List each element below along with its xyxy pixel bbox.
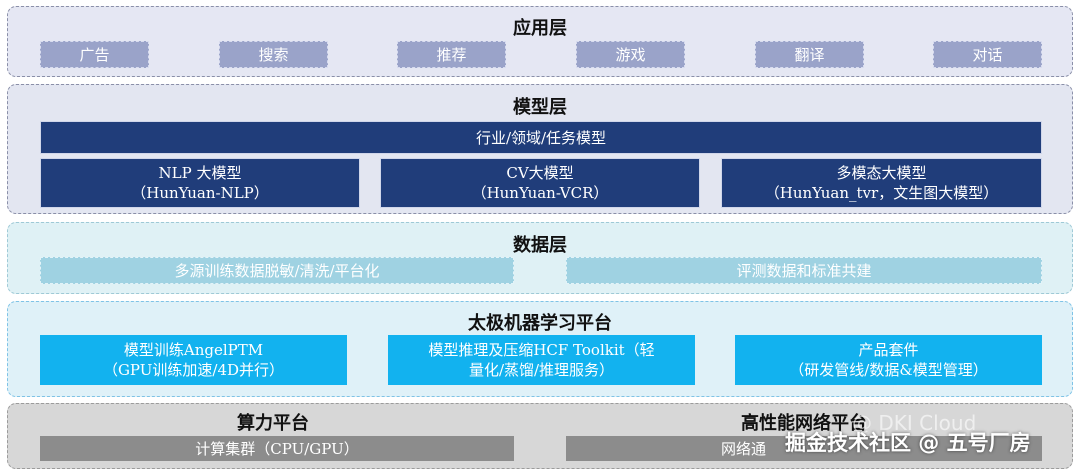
multimodal-model-box: 多模态大模型 （HunYuan_tvr，文生图大模型）: [721, 158, 1042, 208]
data-item-training: 多源训练数据脱敏/清洗/平台化: [40, 257, 514, 284]
cv-model-name: CV大模型: [506, 164, 574, 182]
multimodal-model-name: 多模态大模型: [836, 164, 927, 182]
watermark-main: 掘金技术社区 @ 五号厂房: [785, 431, 1031, 455]
model-layer-title: 模型层: [513, 97, 567, 118]
app-layer-title: 应用层: [513, 18, 567, 39]
app-item-translate: 翻译: [755, 41, 864, 68]
compute-platform-title: 算力平台: [237, 413, 309, 434]
app-layer: 应用层 广告 搜索 推荐 游戏 翻译 对话: [7, 6, 1073, 77]
industry-model-box: 行业/领域/任务模型: [40, 121, 1042, 154]
data-layer: 数据层 多源训练数据脱敏/清洗/平台化 评测数据和标准共建: [7, 222, 1073, 294]
watermark-faint: @ DKI Cloud: [852, 411, 977, 435]
app-item-ads: 广告: [40, 41, 149, 68]
platform-inference-desc: 量化/蒸馏/推理服务）: [468, 361, 615, 379]
app-item-game: 游戏: [576, 41, 685, 68]
compute-cluster-box: 计算集群（CPU/GPU）: [40, 436, 514, 461]
platform-layer-title: 太极机器学习平台: [468, 313, 612, 334]
data-item-evaluation: 评测数据和标准共建: [566, 257, 1042, 284]
platform-layer: 太极机器学习平台 模型训练AngelPTM （GPU训练加速/4D并行） 模型推…: [7, 301, 1073, 397]
network-platform-title: 高性能网络平台: [741, 413, 867, 434]
data-layer-title: 数据层: [513, 235, 567, 256]
platform-item-training: 模型训练AngelPTM （GPU训练加速/4D并行）: [40, 335, 347, 385]
multimodal-model-code: （HunYuan_tvr，文生图大模型）: [764, 184, 999, 202]
app-item-recommend: 推荐: [397, 41, 506, 68]
cv-model-box: CV大模型 （HunYuan-VCR）: [380, 158, 700, 208]
nlp-model-code: （HunYuan-NLP）: [131, 184, 269, 202]
platform-inference-name: 模型推理及压缩HCF Toolkit（轻: [428, 341, 655, 359]
cv-model-code: （HunYuan-VCR）: [471, 184, 609, 202]
platform-training-name: 模型训练AngelPTM: [123, 341, 264, 359]
platform-suite-name: 产品套件: [858, 341, 919, 359]
network-item-box: 网络通: [566, 436, 1042, 461]
platform-suite-desc: （研发管线/数据&模型管理）: [789, 361, 988, 379]
model-layer: 模型层 行业/领域/任务模型 NLP 大模型 （HunYuan-NLP） CV大…: [7, 84, 1073, 214]
compute-layer: 算力平台 高性能网络平台 计算集群（CPU/GPU） 网络通: [7, 403, 1073, 469]
nlp-model-box: NLP 大模型 （HunYuan-NLP）: [40, 158, 360, 208]
platform-item-inference: 模型推理及压缩HCF Toolkit（轻 量化/蒸馏/推理服务）: [388, 335, 695, 385]
app-item-dialog: 对话: [933, 41, 1042, 68]
network-item-label: 网络通: [721, 439, 767, 458]
app-item-search: 搜索: [219, 41, 328, 68]
platform-training-desc: （GPU训练加速/4D并行）: [102, 361, 285, 379]
nlp-model-name: NLP 大模型: [158, 164, 242, 182]
platform-item-suite: 产品套件 （研发管线/数据&模型管理）: [735, 335, 1042, 385]
